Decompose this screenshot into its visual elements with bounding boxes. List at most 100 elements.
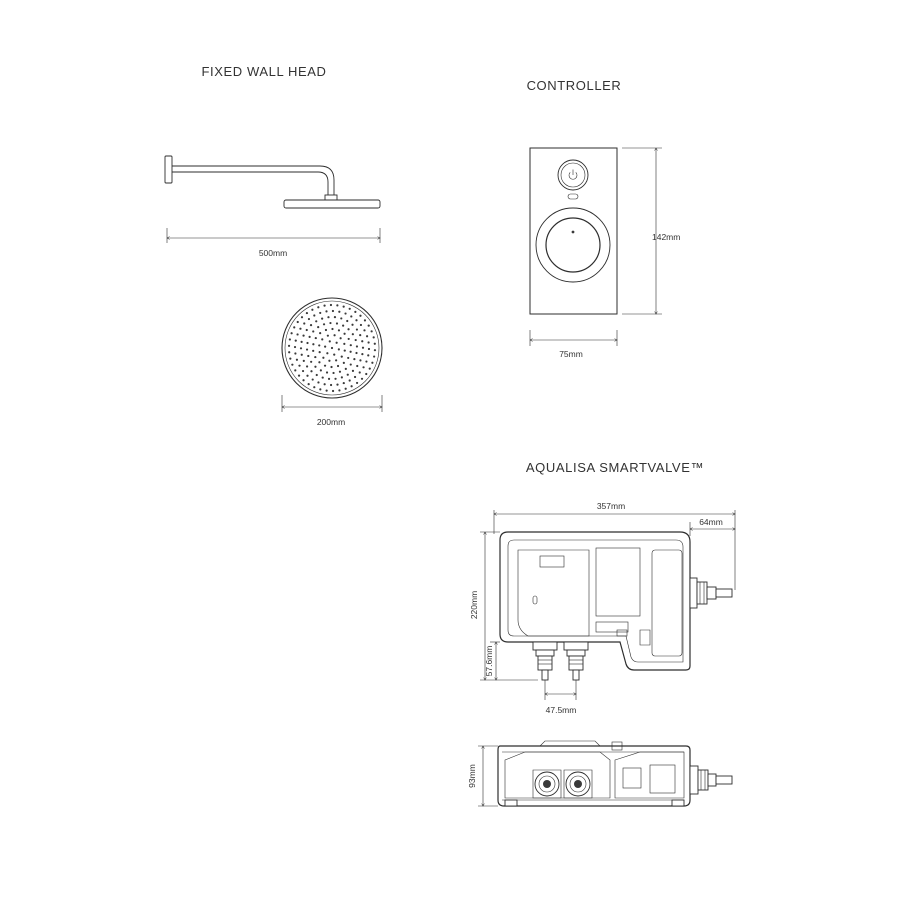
nozzle-dot bbox=[343, 349, 346, 352]
nozzle-dot bbox=[344, 367, 347, 370]
nozzle-dot bbox=[318, 351, 321, 354]
nozzle-dot bbox=[318, 361, 321, 364]
nozzle-dot bbox=[353, 375, 357, 379]
nozzle-dot bbox=[336, 304, 339, 307]
nozzle-dot bbox=[328, 340, 331, 343]
nozzle-dot bbox=[358, 371, 361, 374]
wall-head-title: FIXED WALL HEAD bbox=[201, 64, 326, 79]
nozzle-dot bbox=[314, 365, 317, 368]
valve-depth-dimension: 93mm bbox=[467, 745, 498, 807]
valve-height-dimension: 220mm bbox=[469, 531, 538, 681]
nozzle-dot bbox=[296, 320, 299, 324]
nozzle-dot bbox=[340, 376, 343, 379]
nozzle-dot bbox=[359, 334, 362, 337]
nozzle-dot bbox=[360, 377, 364, 380]
nozzle-dot bbox=[300, 340, 303, 343]
nozzle-dot bbox=[338, 389, 341, 392]
nozzle-dot bbox=[331, 309, 335, 313]
nozzle-dot bbox=[310, 370, 313, 373]
nozzle-dot bbox=[349, 350, 352, 353]
nozzle-dot bbox=[349, 363, 352, 366]
valve-height-label: 220mm bbox=[469, 591, 479, 619]
nozzle-dot bbox=[324, 345, 327, 348]
nozzle-dot bbox=[367, 354, 370, 357]
nozzle-dot bbox=[361, 340, 364, 343]
nozzle-dot bbox=[373, 349, 377, 352]
nozzle-dot bbox=[298, 364, 301, 367]
nozzle-dot bbox=[356, 364, 359, 368]
nozzle-dot bbox=[299, 327, 302, 330]
nozzle-dot bbox=[370, 330, 373, 333]
nozzle-dot bbox=[365, 335, 369, 338]
inlet-height-label: 57.6mm bbox=[484, 646, 494, 677]
nozzle-dot bbox=[351, 369, 355, 372]
nozzle-dot bbox=[321, 376, 324, 379]
nozzle-dot bbox=[314, 336, 317, 340]
nozzle-dot bbox=[317, 326, 320, 329]
hot-inlet-port bbox=[532, 769, 562, 799]
nozzle-dot bbox=[307, 317, 311, 321]
nozzle-dot bbox=[342, 305, 345, 308]
nozzle-dot bbox=[325, 389, 328, 392]
nozzle-dot bbox=[330, 346, 334, 350]
valve-width-dimension: 357mm bbox=[493, 501, 736, 590]
nozzle-dot bbox=[301, 369, 305, 373]
nozzle-dot bbox=[350, 315, 353, 318]
nozzle-dot bbox=[371, 361, 374, 364]
nozzle-dot bbox=[288, 351, 291, 354]
nozzle-dot bbox=[336, 383, 339, 386]
nozzle-dot bbox=[342, 324, 345, 327]
outlet-fitting bbox=[689, 577, 733, 609]
nozzle-dot bbox=[300, 353, 303, 356]
nozzle-dot bbox=[337, 329, 341, 332]
smartvalve-bottom-view bbox=[497, 740, 691, 807]
nozzle-dot bbox=[363, 319, 367, 322]
nozzle-dot bbox=[355, 351, 358, 355]
inlet-spacing-dimension: 47.5mm bbox=[544, 680, 576, 715]
nozzle-dot bbox=[367, 341, 370, 344]
nozzle-dot bbox=[329, 303, 333, 307]
nozzle-dot bbox=[312, 330, 315, 333]
valve-width-label: 357mm bbox=[597, 501, 625, 511]
nozzle-dot bbox=[355, 381, 359, 385]
nozzle-dot bbox=[294, 369, 297, 372]
nozzle-dot bbox=[327, 316, 330, 319]
nozzle-dot bbox=[312, 349, 315, 352]
nozzle-dot bbox=[344, 312, 347, 315]
nozzle-dot bbox=[350, 385, 353, 388]
nozzle-dot bbox=[355, 345, 359, 348]
nozzle-dot bbox=[351, 323, 354, 326]
nozzle-dot bbox=[332, 371, 335, 375]
nozzle-dot bbox=[363, 329, 366, 332]
head-diameter-label: 200mm bbox=[317, 417, 345, 427]
nozzle-dot bbox=[327, 377, 331, 380]
nozzle-dot bbox=[323, 304, 326, 307]
nozzle-dot bbox=[312, 343, 315, 346]
nozzle-dot bbox=[322, 356, 325, 359]
controller-front-view bbox=[529, 147, 618, 315]
nozzle-dot bbox=[294, 352, 297, 355]
nozzle-dot bbox=[359, 359, 362, 362]
nozzle-dot bbox=[315, 320, 318, 323]
nozzle-dot bbox=[361, 346, 365, 349]
nozzle-dot bbox=[311, 378, 314, 381]
nozzle-dot bbox=[290, 332, 293, 335]
smartvalve-front-view bbox=[499, 531, 691, 671]
nozzle-dot bbox=[326, 334, 329, 337]
nozzle-dot bbox=[326, 352, 329, 355]
nozzle-dot bbox=[324, 328, 328, 332]
nozzle-dot bbox=[346, 373, 349, 376]
nozzle-dot bbox=[329, 383, 333, 387]
valve-depth-label: 93mm bbox=[467, 764, 477, 788]
nozzle-dot bbox=[338, 370, 342, 373]
nozzle-dot bbox=[300, 316, 304, 319]
nozzle-dot bbox=[359, 323, 363, 327]
nozzle-dot bbox=[310, 360, 313, 363]
smartvalve-title: AQUALISA SMARTVALVE™ bbox=[526, 460, 704, 475]
arm-length-dimension: 500mm bbox=[166, 228, 381, 258]
nozzle-dot bbox=[302, 359, 305, 362]
nozzle-dot bbox=[291, 363, 294, 366]
nozzle-dot bbox=[299, 347, 303, 350]
nozzle-dot bbox=[353, 358, 356, 361]
